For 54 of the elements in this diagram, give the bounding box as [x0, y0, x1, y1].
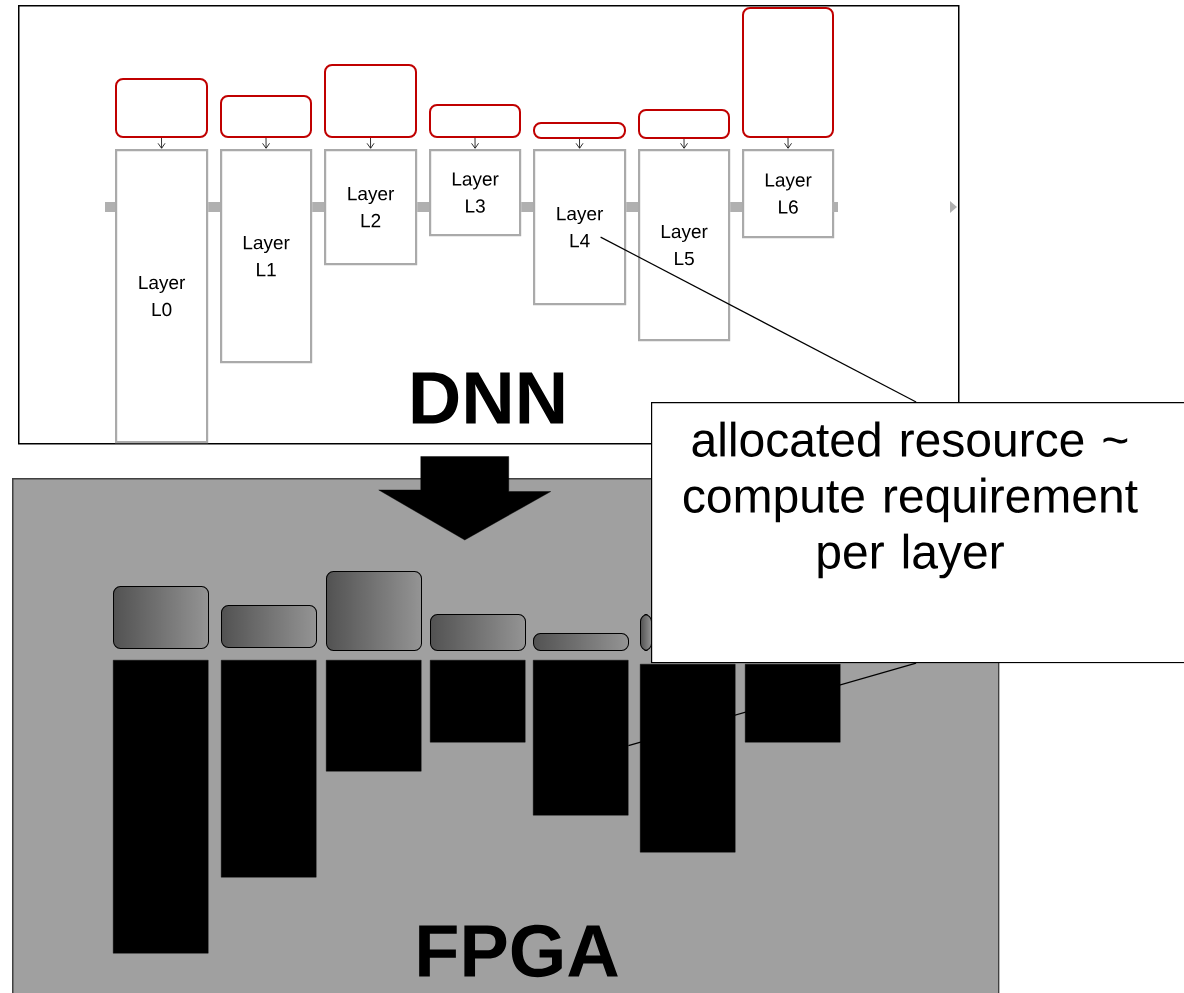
layer-connector	[626, 202, 638, 212]
arrow	[784, 137, 792, 149]
layer-box	[742, 149, 835, 239]
arrow	[680, 138, 688, 149]
leader-line	[600, 236, 917, 403]
panel-title: FPGA	[419, 924, 618, 978]
layer-label: Layer L0	[139, 276, 186, 317]
layer-label: Layer L4	[557, 207, 604, 248]
resource-bar	[640, 664, 736, 853]
resource-box	[113, 586, 209, 649]
requirement-box	[742, 7, 834, 138]
layer-box	[324, 149, 418, 266]
requirement-box	[638, 109, 730, 139]
requirement-box	[324, 64, 417, 138]
resource-bar	[326, 660, 422, 772]
layer-label: Layer L2	[348, 187, 395, 228]
resource-box	[430, 614, 526, 651]
requirement-box	[220, 95, 312, 138]
layer-label: Layer L5	[661, 225, 708, 266]
requirement-box	[115, 78, 208, 138]
resource-box	[221, 605, 317, 648]
layer-box	[638, 149, 731, 342]
leader-line	[627, 662, 917, 747]
requirement-box	[533, 122, 626, 139]
layer-label: Layer L1	[243, 236, 290, 277]
resource-bar	[745, 664, 841, 743]
layer-connector	[312, 202, 324, 212]
layer-label: Layer L6	[765, 173, 812, 214]
arrow	[262, 137, 270, 149]
arrow	[575, 138, 584, 149]
layer-box	[220, 149, 313, 364]
requirement-box	[429, 104, 521, 138]
layer-box	[115, 149, 209, 444]
layer-connector	[730, 202, 742, 212]
resource-box	[640, 614, 652, 651]
resource-bar	[113, 660, 209, 954]
resource-bar	[221, 660, 317, 878]
arrow	[471, 137, 479, 149]
layer-box	[429, 149, 522, 237]
resource-box	[326, 571, 422, 651]
resource-box	[533, 633, 629, 651]
arrow	[366, 137, 375, 149]
resource-bar	[533, 660, 629, 816]
block-arrow	[378, 456, 551, 541]
layer-label: Layer L3	[452, 172, 499, 213]
callout-text: allocated resource ~ compute requirement per layer	[683, 421, 1138, 579]
callout-box	[651, 402, 1184, 664]
panel-title: DNN	[412, 372, 564, 424]
resource-bar	[430, 660, 526, 743]
layer-connector	[521, 202, 533, 212]
layer-connector	[417, 202, 429, 212]
arrow	[157, 137, 166, 149]
layer-box	[533, 149, 627, 306]
layer-connector	[208, 202, 220, 212]
